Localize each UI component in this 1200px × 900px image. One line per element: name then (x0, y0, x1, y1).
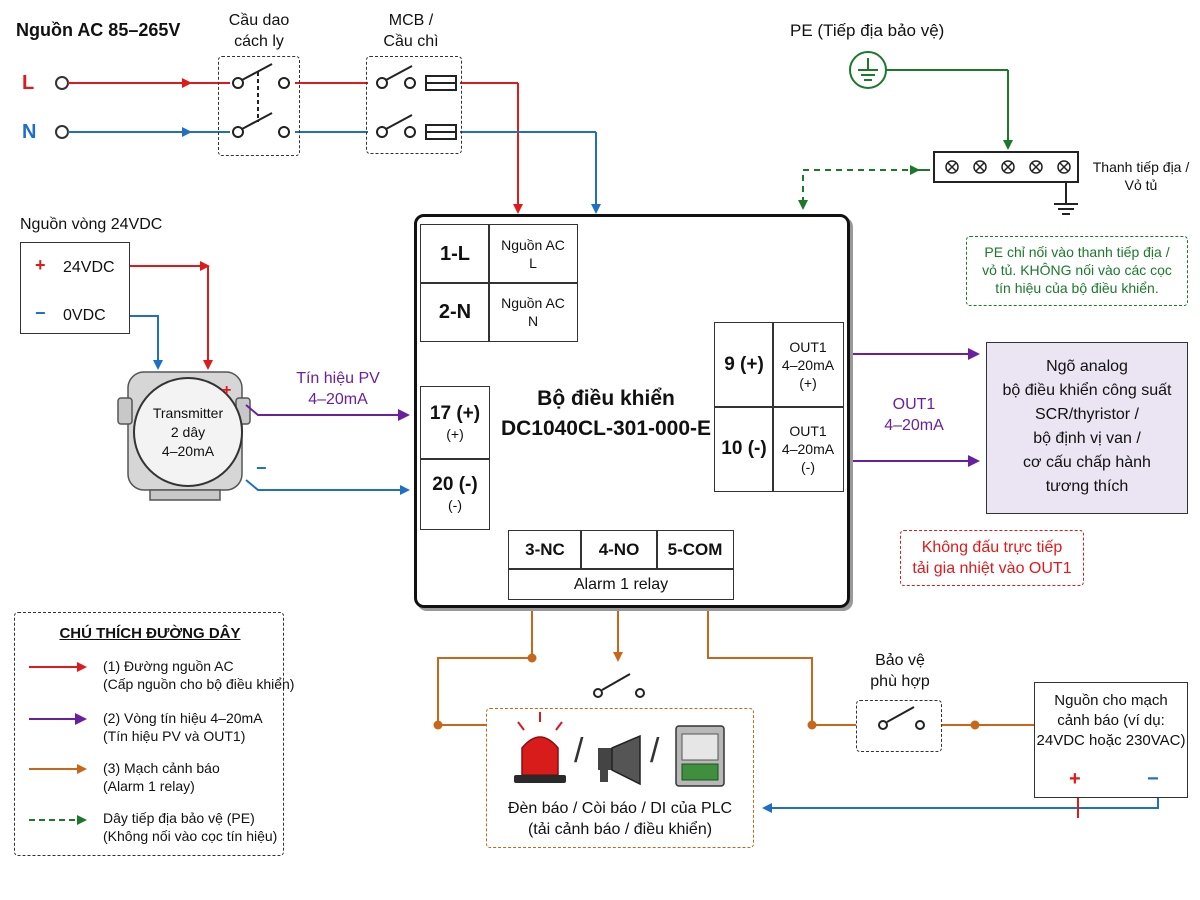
switch-icon (232, 63, 290, 138)
ac-source-title: Nguồn AC 85–265V (16, 20, 181, 40)
terminal-20[interactable]: 20 (-)(-) (420, 458, 490, 530)
transmitter-icon (117, 371, 251, 501)
ac-n-label: N (22, 121, 37, 143)
alarm-circuit-wire (433, 610, 1034, 730)
legend-item-signal: (2) Vòng tín hiệu 4–20mA(Tín hiệu PV và … (103, 710, 263, 744)
ac-neutral-wire (55, 125, 601, 214)
alarm-supply-minus: − (1147, 768, 1159, 790)
legend-item-ac: (1) Đường nguồn AC(Cấp nguồn cho bộ điều… (103, 658, 295, 692)
legend-item-pe: Dây tiếp địa bảo vệ (PE)(Không nối vào c… (103, 810, 278, 844)
legend-item-alarm: (3) Mạch cảnh báo(Alarm 1 relay) (103, 760, 220, 794)
terminal-4-no[interactable]: 4-NO (580, 530, 658, 570)
ground-bar-label: Thanh tiếp địa /Vỏ tủ (1092, 159, 1190, 193)
protection-box (856, 700, 942, 752)
dc-loop-wire (130, 261, 213, 370)
fuse-icon (376, 65, 457, 140)
mcb-label: MCB /Cầu chì (383, 12, 439, 50)
terminal-2-n[interactable]: 2-N (420, 282, 490, 342)
isolator-box (218, 56, 300, 156)
out1-wire (848, 348, 980, 467)
alarm-load-box (486, 708, 754, 848)
legend-title: CHÚ THÍCH ĐƯỜNG DÂY (59, 625, 241, 642)
pv-signal-wire (245, 404, 410, 495)
ac-line-wire (55, 76, 523, 214)
mcb-box (366, 56, 462, 154)
transmitter-minus: − (256, 458, 267, 478)
beacon-icon (514, 712, 566, 783)
pe-note: PE chỉ nối vào thanh tiếp địa /vỏ tủ. KH… (966, 236, 1188, 306)
terminal-3-nc[interactable]: 3-NC (508, 530, 582, 570)
load-separator: / (650, 732, 660, 770)
alarm-relay-label: Alarm 1 relay (508, 568, 734, 600)
dc-plus-label: 24VDC (63, 259, 115, 276)
ac-l-label: L (22, 72, 35, 94)
terminal-1-l[interactable]: 1-L (420, 224, 490, 284)
load-separator: / (574, 732, 584, 770)
ground-icon (798, 51, 1013, 210)
terminal-5-com[interactable]: 5-COM (656, 530, 734, 570)
plc-icon (675, 725, 725, 787)
horn-icon (598, 734, 641, 786)
legend-swatches (29, 662, 87, 825)
legend-box: CHÚ THÍCH ĐƯỜNG DÂY (1) Đường nguồn AC(C… (14, 612, 294, 856)
dc-supply-title: Nguồn vòng 24VDC (20, 216, 163, 233)
alarm-load-label: Đèn báo / Còi báo / DI của PLC(tải cảnh … (507, 800, 733, 838)
controller-box (414, 214, 850, 608)
terminal-10[interactable]: 10 (-) (714, 406, 774, 492)
dc-plus-sign: + (35, 255, 46, 275)
transmitter-plus: + (222, 382, 232, 399)
alarm-supply-plus: + (1069, 768, 1081, 790)
terminal-9[interactable]: 9 (+) (714, 322, 774, 408)
dc-minus-sign: − (35, 303, 46, 323)
ground-bar (933, 151, 1079, 215)
dc-minus-label: 0VDC (63, 307, 106, 324)
pe-title: PE (Tiếp địa bảo vệ) (790, 21, 945, 40)
terminal-17[interactable]: 17 (+)(+) (420, 386, 490, 460)
dc-supply-box: + 24VDC − 0VDC (20, 242, 130, 334)
